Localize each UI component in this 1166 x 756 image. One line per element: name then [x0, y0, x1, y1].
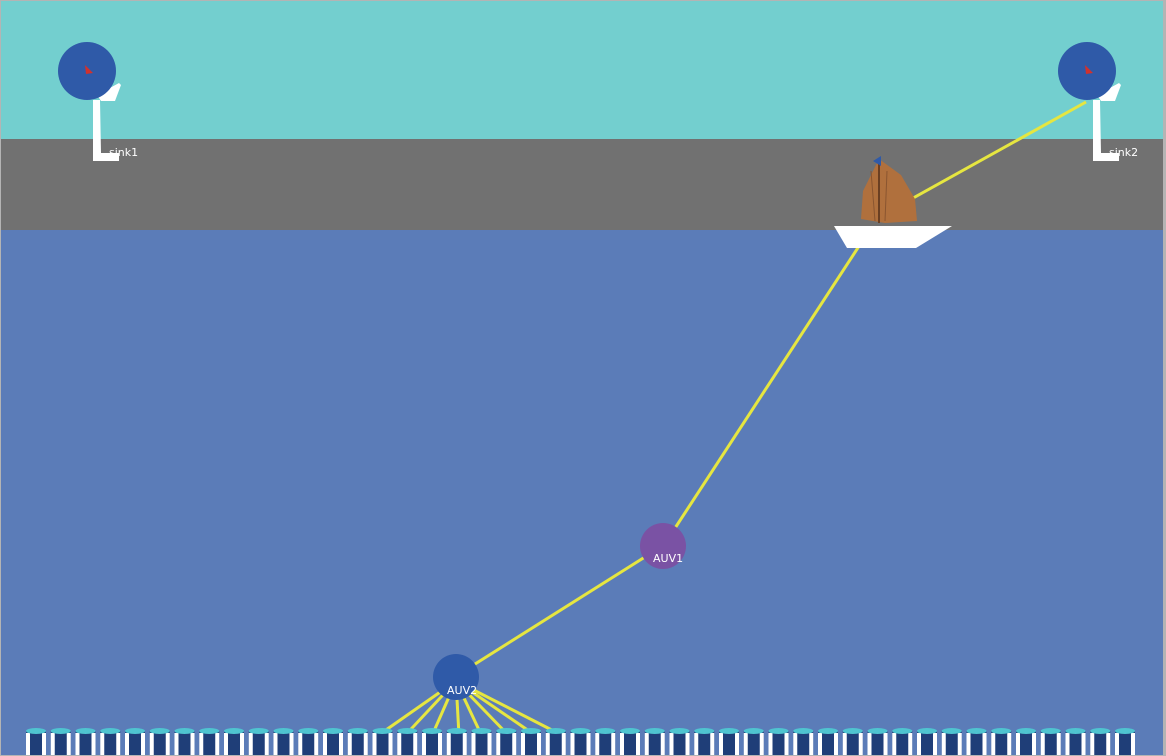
seabed-sensor-icon[interactable] [966, 728, 987, 755]
sink1-node[interactable] [58, 42, 121, 161]
seabed-sensor-icon[interactable] [719, 728, 739, 755]
seabed-sensor-icon[interactable] [842, 728, 863, 755]
seabed-sensor-icon[interactable] [694, 728, 715, 755]
seabed-sensor-icon[interactable] [793, 728, 814, 755]
beacon-icon [85, 65, 93, 74]
seabed-sensor-icon[interactable] [372, 728, 393, 755]
seabed-sensor-icon[interactable] [1090, 728, 1111, 755]
link-auv1-auv2 [455, 543, 665, 678]
ship-flag [873, 156, 881, 166]
sky-layer [1, 1, 1163, 139]
seabed-sensor-icon[interactable] [570, 728, 591, 755]
seabed-sensor-icon[interactable] [446, 728, 467, 755]
seabed-sensor-icon[interactable] [1115, 728, 1135, 755]
beacon-icon [1085, 65, 1093, 74]
seabed-sensor-icon[interactable] [768, 728, 789, 755]
ship-hull [834, 226, 952, 248]
tower-arm [97, 83, 121, 101]
seabed-sensor-icon[interactable] [743, 728, 764, 755]
seabed-sensor-icon[interactable] [818, 728, 838, 755]
water-area [1, 230, 1163, 755]
sailboat-icon [861, 159, 917, 223]
seabed-sensor-icon[interactable] [149, 728, 170, 755]
link-ship-auv1 [662, 239, 865, 546]
seabed-sensor-icon[interactable] [1040, 728, 1061, 755]
ship-node[interactable] [834, 156, 952, 248]
tower-mast [1093, 100, 1119, 161]
sink2-node[interactable] [1058, 42, 1121, 161]
auv2-node[interactable] [433, 654, 479, 700]
seabed-sensor-icon[interactable] [298, 728, 319, 755]
seabed-sensor-icon[interactable] [26, 728, 46, 755]
tower-mast [93, 100, 119, 161]
auv1-node[interactable] [640, 523, 686, 569]
seabed-sensor-row [26, 728, 1135, 755]
seabed-sensor-icon[interactable] [1016, 728, 1036, 755]
seabed-sensor-icon[interactable] [496, 728, 517, 755]
seabed-sensor-icon[interactable] [545, 728, 566, 755]
shore-band [1, 139, 1163, 230]
seabed-sensor-icon[interactable] [100, 728, 121, 755]
seabed-sensor-icon[interactable] [125, 728, 145, 755]
seabed-sensor-icon[interactable] [273, 728, 294, 755]
seabed-sensor-icon[interactable] [248, 728, 269, 755]
tower-arm [1097, 83, 1121, 101]
seabed-sensor-icon[interactable] [347, 728, 368, 755]
seabed-sensor-icon[interactable] [941, 728, 962, 755]
seabed-sensor-icon[interactable] [991, 728, 1012, 755]
seabed-sensor-icon[interactable] [422, 728, 442, 755]
seabed-sensor-icon[interactable] [199, 728, 220, 755]
seabed-sensor-icon[interactable] [620, 728, 640, 755]
seabed-sensor-icon[interactable] [867, 728, 888, 755]
seabed-sensor-icon[interactable] [224, 728, 244, 755]
seabed-sensor-icon[interactable] [595, 728, 616, 755]
seabed-sensor-icon[interactable] [397, 728, 418, 755]
seabed-sensor-icon[interactable] [521, 728, 541, 755]
seabed-sensor-icon[interactable] [669, 728, 690, 755]
ship-rigging [870, 170, 876, 222]
seabed-sensor-icon[interactable] [174, 728, 195, 755]
seabed-sensor-icon[interactable] [75, 728, 96, 755]
seabed-sensor-icon[interactable] [1065, 728, 1086, 755]
seabed-sensor-icon[interactable] [50, 728, 71, 755]
seabed-sensor-icon[interactable] [644, 728, 665, 755]
seabed-sensor-icon[interactable] [917, 728, 937, 755]
seabed-sensor-icon[interactable] [892, 728, 913, 755]
seabed-sensor-icon[interactable] [323, 728, 343, 755]
ship-rigging [884, 170, 888, 222]
seabed-sensor-icon[interactable] [471, 728, 492, 755]
